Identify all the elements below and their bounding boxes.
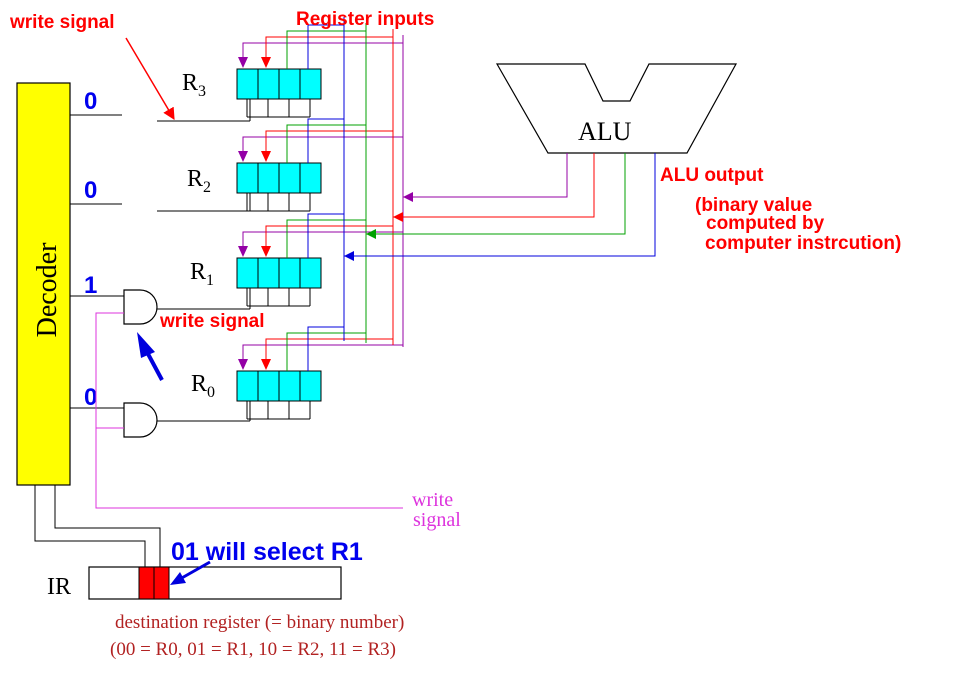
- decoder-label: Decoder: [32, 242, 63, 338]
- bus-branch: [307, 326, 344, 371]
- bus-branch: [307, 118, 344, 163]
- bus-arrowhead: [238, 246, 248, 257]
- ir-register: [88, 566, 342, 600]
- bus-branch: [286, 124, 366, 163]
- bus-arrowhead: [261, 246, 271, 257]
- alu-output-wires: [344, 153, 656, 257]
- register-label-r2: R2: [187, 166, 211, 196]
- bus-branch: [286, 30, 366, 69]
- pink-write-label-1: write: [412, 489, 453, 511]
- bus-arrowhead: [238, 151, 248, 162]
- top-write-signal-arrow: [125, 37, 175, 121]
- dest-register-encoding: (00 = R0, 01 = R1, 10 = R2, 11 = R3): [110, 639, 396, 660]
- bus-branch: [242, 42, 403, 63]
- decoder-block: [16, 82, 71, 486]
- register-r2-bit-0: [299, 162, 322, 194]
- bus-arrowhead: [238, 359, 248, 370]
- and-gate-r1: [123, 289, 158, 325]
- bus-arrowhead: [238, 57, 248, 68]
- bus-branch: [265, 225, 393, 252]
- pink-write-signal-line: [95, 312, 403, 509]
- ir-bit-0: [153, 566, 170, 600]
- alu-desc-3: computer instrcution): [705, 233, 901, 254]
- decoder-output-values: 0 0 1 0: [84, 88, 97, 411]
- register-inputs-label: Register inputs: [296, 9, 434, 30]
- decoder-output-lines: [70, 114, 124, 409]
- register-r1-bit-2: [257, 257, 280, 289]
- bus-branch: [307, 24, 344, 69]
- register-r1-bit-1: [278, 257, 301, 289]
- bus-branch: [242, 136, 403, 157]
- top-write-signal-label: write signal: [9, 12, 115, 33]
- decoder-output-2: 0: [84, 177, 97, 204]
- register-r2-bit-2: [257, 162, 280, 194]
- bus-branch: [242, 344, 403, 365]
- and-gate-r0: [123, 402, 158, 438]
- register-r1-bit-0: [299, 257, 322, 289]
- bus-branch: [286, 332, 366, 371]
- registers: [236, 68, 322, 420]
- bus-arrowhead: [261, 151, 271, 162]
- register-r3: [236, 68, 322, 118]
- alu-output-arrowheads: [344, 192, 413, 261]
- register-r0-bit-2: [257, 370, 280, 402]
- bus-branch: [265, 338, 393, 365]
- bus-branch: [307, 213, 344, 258]
- mid-write-signal-label: write signal: [159, 311, 265, 332]
- register-r0-bit-0: [299, 370, 322, 402]
- register-label-r1: R1: [190, 259, 214, 289]
- register-r1: [236, 257, 322, 307]
- register-input-bus: [238, 17, 404, 371]
- ir-label: IR: [47, 574, 71, 600]
- register-r1-bit-3: [236, 257, 259, 289]
- bus-branch: [265, 36, 393, 63]
- decoder-output-0: 0: [84, 384, 97, 411]
- dest-register-label: destination register (= binary number): [115, 612, 404, 633]
- register-r0-bit-3: [236, 370, 259, 402]
- select-note: 01 will select R1: [171, 538, 363, 566]
- register-r3-bit-2: [257, 68, 280, 100]
- pink-write-label-2: signal: [413, 509, 461, 531]
- alu-desc-2: computed by: [706, 213, 825, 234]
- alu-desc-1: (binary value: [695, 195, 812, 216]
- select-note-arrow: [170, 560, 211, 585]
- register-r3-bit-3: [236, 68, 259, 100]
- decoder-ir-wires: [34, 485, 161, 567]
- decoder-output-3: 0: [84, 88, 97, 115]
- register-r2-bit-3: [236, 162, 259, 194]
- register-label-r0: R0: [191, 371, 215, 401]
- register-r2: [236, 162, 322, 212]
- bus-branch: [286, 219, 366, 258]
- bus-arrowhead: [261, 57, 271, 68]
- register-label-r3: R3: [182, 70, 206, 100]
- bus-branch: [265, 130, 393, 157]
- register-r0-bit-1: [278, 370, 301, 402]
- and-gate-pointer-arrow: [137, 332, 164, 381]
- register-r2-bit-1: [278, 162, 301, 194]
- ir-bit-1: [138, 566, 155, 600]
- alu-output-label: ALU output: [660, 165, 764, 186]
- register-r0: [236, 370, 322, 420]
- register-r3-bit-1: [278, 68, 301, 100]
- decoder-output-1: 1: [84, 272, 97, 299]
- bus-branch: [242, 231, 403, 252]
- bus-arrowhead: [261, 359, 271, 370]
- register-r3-bit-0: [299, 68, 322, 100]
- alu-label: ALU: [578, 117, 632, 146]
